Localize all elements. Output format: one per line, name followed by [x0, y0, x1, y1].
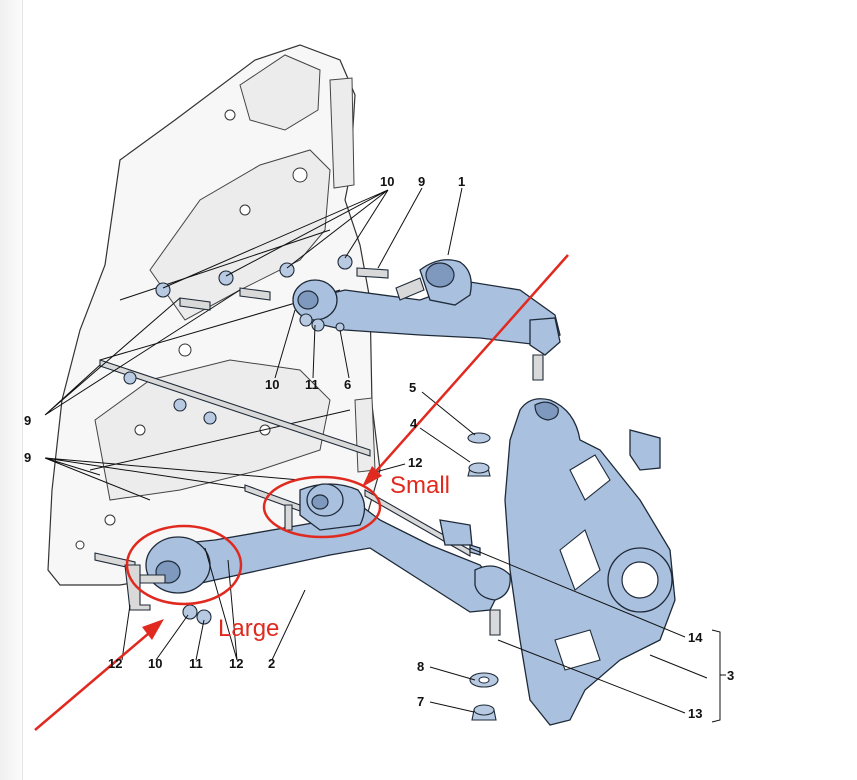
label-5: 5 [409, 380, 416, 395]
label-1: 1 [458, 174, 465, 189]
subframe-bracket [47, 44, 381, 586]
small-arrow-head [362, 466, 382, 487]
small-annotation: Small [390, 472, 450, 499]
upper-wishbone [292, 259, 561, 381]
label-11-bottom: 11 [189, 656, 203, 671]
label-14: 14 [688, 630, 703, 645]
page-scroll-edge [0, 0, 23, 780]
label-10-mid: 10 [265, 377, 279, 392]
label-12-left: 12 [108, 656, 122, 671]
label-9-left-upper: 9 [24, 413, 31, 428]
leader-lines [44, 187, 726, 723]
large-annotation: Large [218, 615, 279, 642]
large-arrow-head [142, 619, 164, 640]
small-arrow-line [369, 254, 569, 479]
label-9-top: 9 [418, 174, 425, 189]
toe-link [364, 489, 481, 557]
part-labels: 1 9 10 10 11 6 5 4 12 9 9 12 10 11 12 2 … [24, 174, 734, 721]
label-4: 4 [410, 416, 418, 431]
red-annotations [34, 254, 569, 731]
label-7: 7 [417, 694, 424, 709]
label-10-bottom: 10 [148, 656, 162, 671]
label-3: 3 [727, 668, 734, 683]
large-bushing-circle [125, 524, 243, 606]
loose-parts [467, 432, 499, 721]
label-13: 13 [688, 706, 702, 721]
hub-carrier [504, 398, 676, 726]
label-12-bottom: 12 [229, 656, 243, 671]
label-12-right: 12 [408, 455, 422, 470]
label-2: 2 [268, 656, 275, 671]
label-10-top: 10 [380, 174, 394, 189]
large-arrow-line [34, 627, 156, 731]
label-11-mid: 11 [305, 377, 319, 392]
label-9-left-lower: 9 [24, 450, 31, 465]
small-bushing-circle [262, 475, 382, 539]
label-8: 8 [417, 659, 424, 674]
label-6: 6 [344, 377, 351, 392]
lower-wishbone [139, 483, 511, 636]
